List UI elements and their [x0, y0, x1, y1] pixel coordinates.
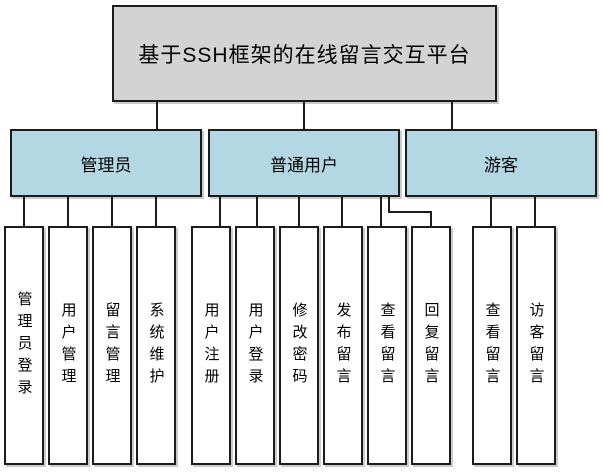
connector-user-post [341, 197, 343, 226]
leaf-label: 用户注册 [202, 301, 220, 390]
connector-user-register [219, 197, 221, 226]
leaf-label: 回复留言 [422, 301, 440, 390]
leaf-label: 访客留言 [527, 301, 545, 390]
leaf-label: 用户管理 [59, 301, 77, 390]
connector-admin-sys-maint [155, 197, 157, 226]
leaf-node-user-login: 用户登录 [235, 226, 275, 465]
connector-root-user [303, 102, 305, 129]
leaf-label: 用户登录 [246, 301, 264, 390]
leaf-node-user-mgmt: 用户管理 [48, 226, 88, 465]
connector-user-view [380, 197, 382, 226]
connector-root-admin [156, 102, 158, 129]
leaf-node-user-register: 用户注册 [191, 226, 231, 465]
leaf-node-change-password: 修改密码 [279, 226, 319, 465]
leaf-node-sys-maint: 系统维护 [136, 226, 176, 465]
root-node-label: 基于SSH框架的在线留言交互平台 [138, 43, 471, 67]
root-node-platform: 基于SSH框架的在线留言交互平台 [112, 5, 497, 102]
leaf-label: 留言管理 [103, 301, 121, 390]
branch-node-label: 普通用户 [270, 155, 338, 175]
leaf-node-reply-message: 回复留言 [411, 226, 451, 465]
leaf-label: 修改密码 [290, 301, 308, 390]
leaf-node-guest-message: 访客留言 [516, 226, 556, 465]
branch-node-admin: 管理员 [10, 129, 202, 197]
connector-user-login [256, 197, 258, 226]
connector-user-reply-seg3 [430, 211, 432, 226]
connector-admin-user-mgmt [67, 197, 69, 226]
branch-node-user: 普通用户 [208, 129, 400, 197]
branch-node-label: 游客 [484, 155, 518, 175]
leaf-node-msg-mgmt: 留言管理 [92, 226, 132, 465]
connector-guest-msg [534, 197, 536, 226]
leaf-label: 查看留言 [483, 301, 501, 390]
branch-node-guest: 游客 [405, 129, 597, 197]
connector-user-reply-seg1 [388, 197, 390, 213]
leaf-node-post-message: 发布留言 [323, 226, 363, 465]
leaf-node-view-message-user: 查看留言 [367, 226, 407, 465]
connector-guest-view [490, 197, 492, 226]
connector-user-reply-seg2 [388, 211, 432, 213]
leaf-label: 系统维护 [147, 301, 165, 390]
leaf-label: 管理员登录 [15, 290, 33, 401]
connector-admin-login [23, 197, 25, 226]
connector-admin-msg-mgmt [111, 197, 113, 226]
branch-node-label: 管理员 [80, 155, 132, 175]
connector-root-guest [451, 102, 453, 129]
leaf-node-view-message-guest: 查看留言 [472, 226, 512, 465]
leaf-label: 发布留言 [334, 301, 352, 390]
connector-user-password [298, 197, 300, 226]
leaf-label: 查看留言 [378, 301, 396, 390]
leaf-node-admin-login: 管理员登录 [4, 226, 44, 465]
